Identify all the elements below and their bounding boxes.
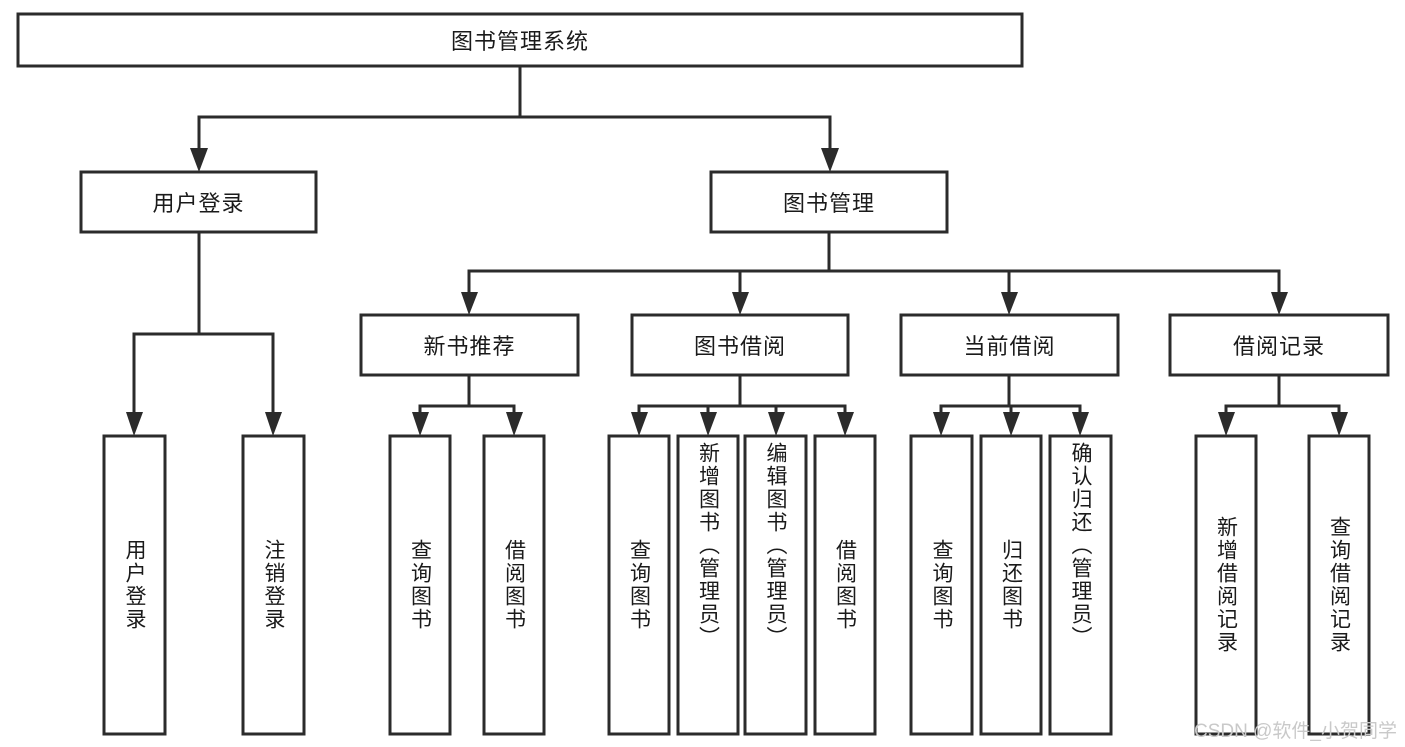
arrow-head-icon: [265, 412, 282, 436]
arrow-head-icon: [1218, 412, 1235, 436]
arrow-head-icon: [768, 412, 785, 436]
arrow-head-icon: [1271, 292, 1288, 315]
arrow-head-icon: [1331, 412, 1348, 436]
arrow-head-icon: [412, 412, 429, 436]
node-leaf-add-record[interactable]: [1194, 434, 1258, 736]
node-leaf-query-book[interactable]: [607, 434, 671, 736]
node-leaf-borrow-book-rec[interactable]: [482, 434, 546, 736]
node-book-manage[interactable]: [709, 170, 949, 234]
node-leaf-return-book[interactable]: [979, 434, 1043, 736]
node-leaf-borrow-book[interactable]: [813, 434, 877, 736]
node-borrow-record[interactable]: [1168, 313, 1390, 377]
arrow-head-icon: [837, 412, 854, 436]
arrow-head-icon: [933, 412, 950, 436]
connector-bookborrow-to-leaves: [631, 373, 854, 436]
node-current-borrow[interactable]: [899, 313, 1120, 377]
connector-root-to-level2: [190, 64, 839, 172]
node-leaf-add-book[interactable]: [676, 434, 740, 736]
connector-userlogin-to-leaves: [126, 230, 282, 436]
arrow-head-icon: [732, 292, 749, 315]
node-book-borrow[interactable]: [630, 313, 850, 377]
node-root[interactable]: [16, 12, 1024, 68]
arrow-head-icon: [461, 292, 478, 315]
arrow-head-icon: [631, 412, 648, 436]
connector-bookmanage-to-level3: [461, 230, 1288, 315]
node-leaf-query-book-cur[interactable]: [909, 434, 974, 736]
node-leaf-logout[interactable]: [241, 434, 306, 736]
node-leaf-query-record[interactable]: [1307, 434, 1371, 736]
connector-borrowrecord-to-leaves: [1218, 373, 1348, 436]
node-new-book-rec[interactable]: [359, 313, 580, 377]
node-leaf-edit-book[interactable]: [743, 434, 808, 736]
arrow-head-icon: [700, 412, 717, 436]
node-user-login[interactable]: [79, 170, 318, 234]
connector-newbook-to-leaves: [412, 373, 523, 436]
node-leaf-user-login[interactable]: [102, 434, 167, 736]
arrow-head-icon: [506, 412, 523, 436]
arrow-head-icon: [190, 148, 208, 172]
connector-currentborrow-to-leaves: [933, 373, 1089, 436]
arrow-head-icon: [1072, 412, 1089, 436]
arrow-head-icon: [1001, 292, 1018, 315]
node-leaf-confirm-return[interactable]: [1048, 434, 1113, 736]
arrow-head-icon: [1003, 412, 1020, 436]
arrow-head-icon: [126, 412, 143, 436]
arrow-head-icon: [821, 148, 839, 172]
node-leaf-query-book-rec[interactable]: [388, 434, 452, 736]
